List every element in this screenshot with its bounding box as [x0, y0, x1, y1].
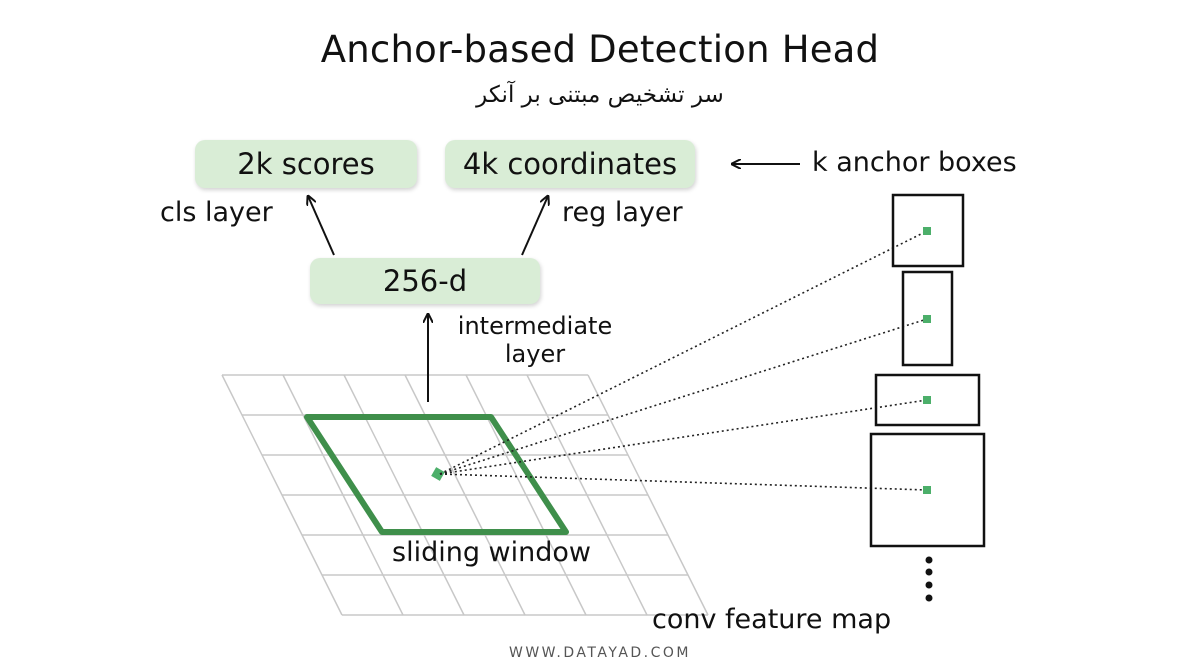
watermark: WWW.DATAYAD.COM	[509, 645, 691, 661]
anchor-box-3	[874, 373, 981, 427]
anchor-box-4	[869, 432, 986, 548]
intermediate-box: 256-d	[310, 258, 540, 304]
reg-layer-label: reg layer	[562, 197, 683, 228]
scores-box: 2k scores	[195, 140, 417, 188]
feature-map-label: conv feature map	[652, 604, 892, 635]
intermediate-layer-label: intermediate layer	[440, 312, 630, 368]
diagram-subtitle-persian: سر تشخیص مبتنی بر آنکر	[476, 82, 724, 108]
anchor-projection-lines	[439, 230, 928, 491]
feature-map-grid	[221, 374, 709, 616]
scores-box-label: 2k scores	[237, 147, 375, 181]
anchor-box-1	[891, 193, 965, 268]
anchor-boxes-label: k anchor boxes	[812, 147, 1017, 178]
sliding-window-frame	[304, 414, 569, 535]
intermediate-layer-label-line2: layer	[504, 340, 566, 368]
flow-arrows	[308, 164, 800, 402]
coordinates-box-label: 4k coordinates	[462, 147, 678, 181]
intermediate-box-label: 256-d	[382, 264, 468, 298]
anchor-centers	[923, 227, 931, 494]
anchor-box-2	[901, 270, 954, 367]
diagram-title: Anchor-based Detection Head	[320, 28, 880, 71]
more-anchors-ellipsis-icon	[925, 556, 933, 602]
intermediate-layer-label-line1: intermediate	[457, 312, 613, 340]
coordinates-box: 4k coordinates	[445, 140, 695, 188]
anchor-boxes	[869, 193, 986, 548]
sliding-window-center-point	[431, 467, 445, 481]
reg-arrow	[521, 196, 548, 256]
cls-layer-label: cls layer	[160, 197, 273, 228]
cls-arrow	[308, 196, 335, 256]
sliding-window-label: sliding window	[392, 537, 591, 568]
